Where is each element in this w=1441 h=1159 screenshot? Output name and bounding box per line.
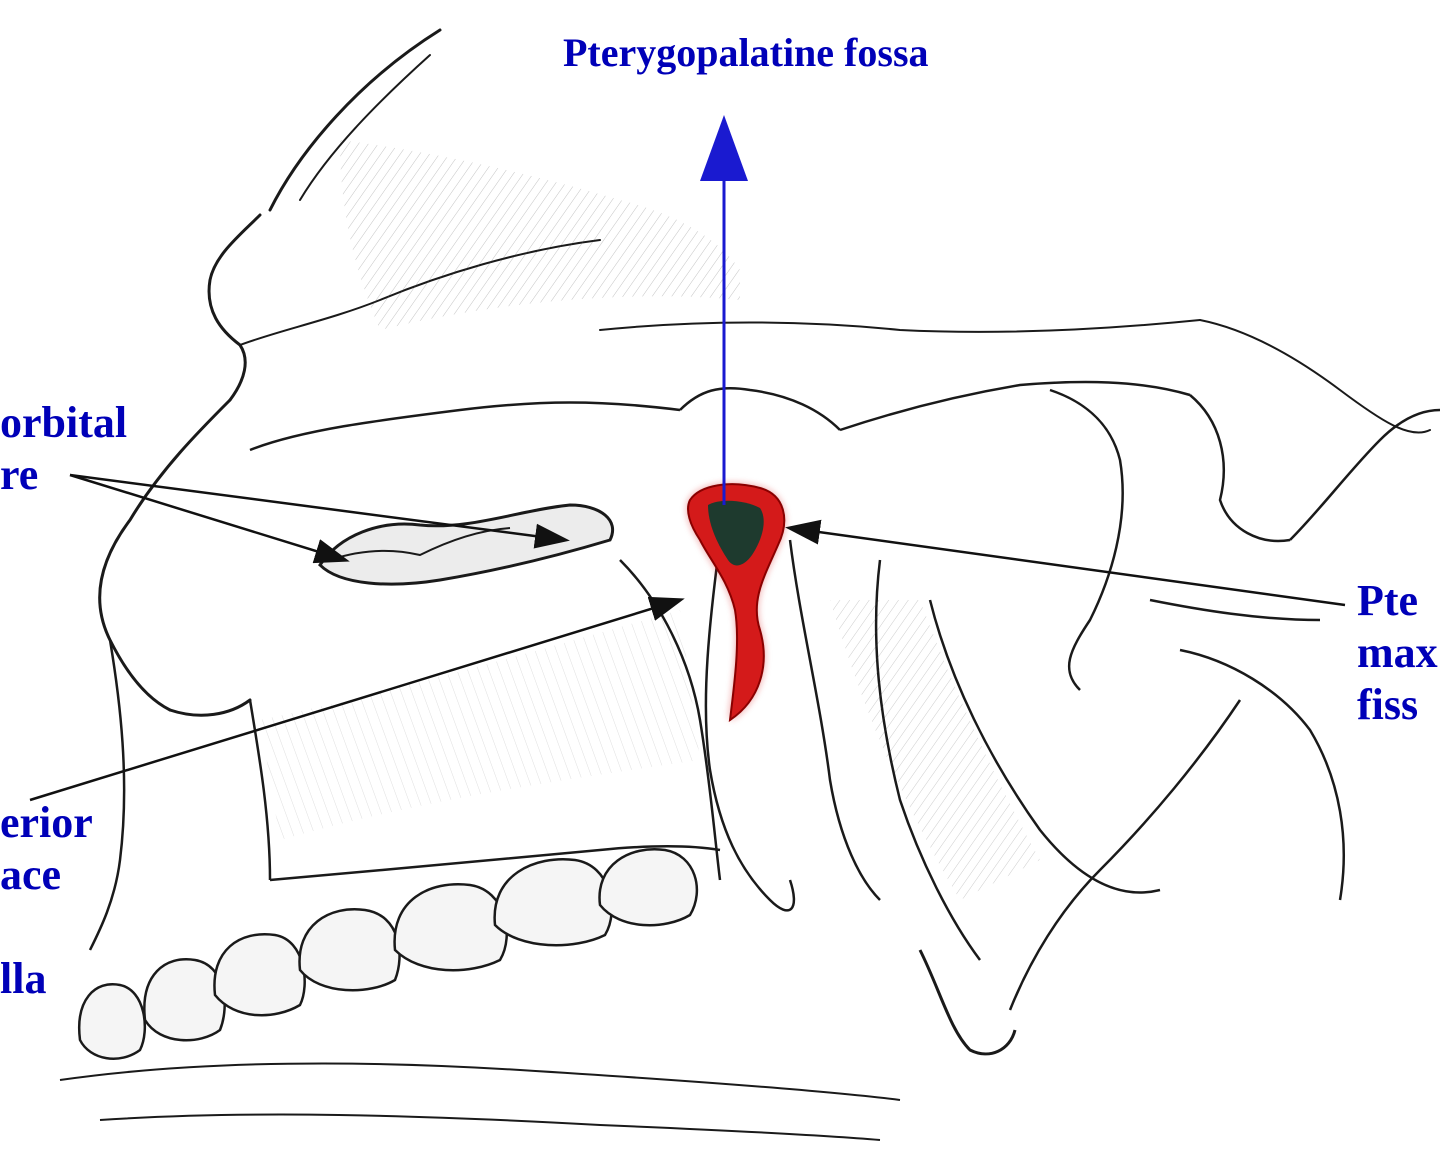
- label-maxilla: lla: [0, 956, 46, 1002]
- frontal-hatching: [340, 140, 740, 330]
- sphenoid-region: [1010, 390, 1344, 1010]
- label-orbital-fissure-2: re: [0, 452, 38, 498]
- teeth-row: [79, 849, 697, 1058]
- lower-jaw-outline: [60, 1063, 900, 1140]
- title-pterygopalatine-fossa: Pterygopalatine fossa: [563, 32, 929, 74]
- zygomatic-region: [250, 382, 1440, 541]
- label-pterygomaxillary-2: max: [1357, 630, 1438, 676]
- label-posterior-surface-2: ace: [0, 852, 61, 898]
- label-posterior-surface-1: erior: [0, 800, 93, 846]
- maxilla-shading: [260, 610, 700, 840]
- orbital-fissure-shape: [320, 505, 613, 584]
- hamulus: [920, 950, 1015, 1054]
- pterygopalatine-fossa-highlight: [688, 484, 784, 720]
- label-orbital-fissure-1: orbital: [0, 400, 127, 446]
- label-pterygomaxillary-1: Pte: [1357, 578, 1418, 624]
- pterygoid-shading: [830, 600, 1040, 900]
- arrow-fissure-b: [70, 475, 565, 540]
- label-pterygomaxillary-3: fiss: [1357, 682, 1418, 728]
